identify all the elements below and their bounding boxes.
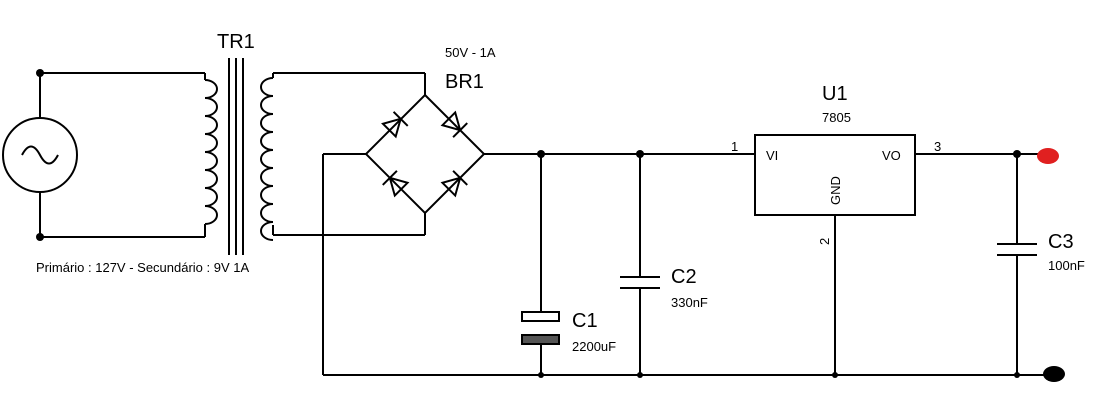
c2-value: 330nF [671,295,708,310]
c3-value: 100nF [1048,258,1085,273]
regulator-pin-vi: VI [766,148,778,163]
c1-value: 2200uF [572,339,616,354]
output-terminal[interactable] [1037,148,1059,164]
transformer-note: Primário : 127V - Secundário : 9V 1A [36,260,249,275]
c1-ref: C1 [572,310,598,332]
bridge-rectifier [322,73,486,375]
regulator-pin1: 1 [731,139,738,154]
bridge-rating: 50V - 1A [445,45,496,60]
ground-terminal[interactable] [1043,366,1065,382]
regulator-part: 7805 [822,110,851,125]
capacitor-c1 [521,154,560,375]
transformer [40,58,425,255]
ac-source [2,69,78,241]
c2-ref: C2 [671,266,697,288]
transformer-ref: TR1 [217,31,255,53]
regulator-pin2: 2 [817,238,832,245]
capacitor-c3 [997,150,1037,375]
regulator-ref: U1 [822,83,848,105]
bridge-ref: BR1 [445,71,484,93]
regulator-u1 [754,134,1045,375]
c3-ref: C3 [1048,231,1074,253]
dc-rail [484,150,755,158]
capacitor-c2 [620,154,660,375]
regulator-pin-vo: VO [882,148,901,163]
regulator-pin3: 3 [934,139,941,154]
ground-rail [323,372,1050,378]
regulator-pin-gnd: GND [828,176,843,205]
